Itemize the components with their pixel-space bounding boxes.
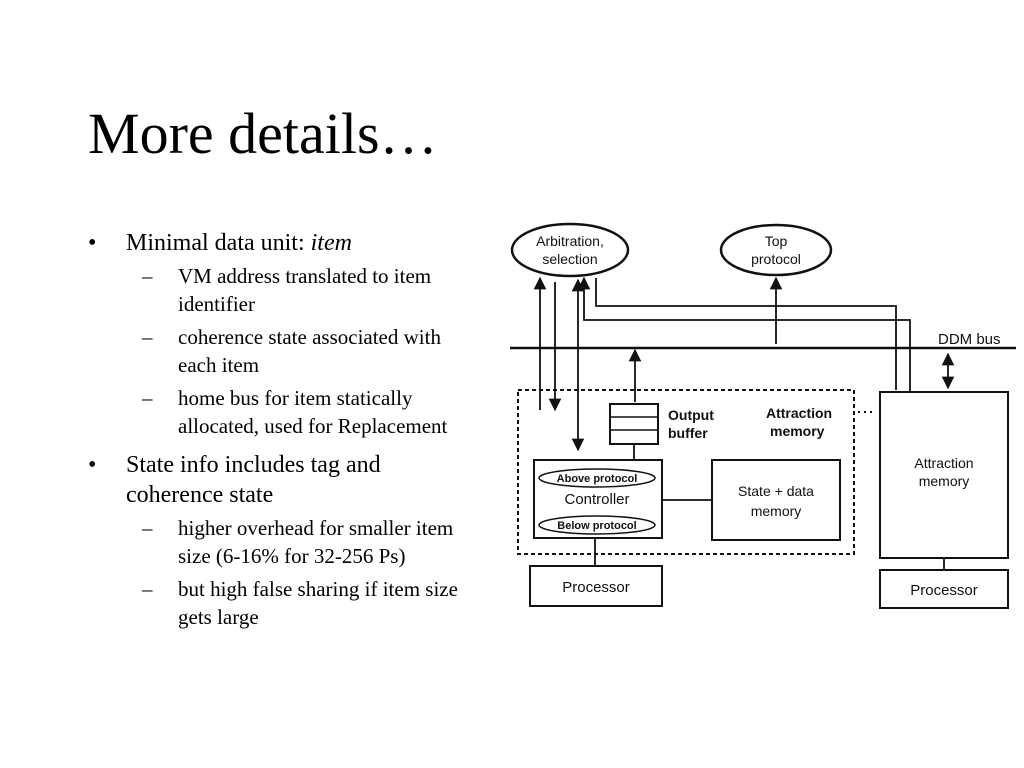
- connection-line: [577, 276, 911, 410]
- processor-label: Processor: [910, 582, 978, 599]
- bullet-text: State info includes tag and coherence st…: [126, 452, 381, 508]
- output-buffer-label: Output: [668, 407, 714, 423]
- sub-bullet-list: higher overhead for smaller item size (6…: [126, 514, 468, 631]
- node-boundary: [517, 389, 855, 555]
- sub-bullet: coherence state associated with each ite…: [134, 323, 468, 379]
- arbitration-label: Arbitration,: [536, 233, 604, 249]
- ddm-architecture-diagram: Arbitration, selection Top protocol DDM …: [510, 222, 1016, 609]
- attraction-memory-label: memory: [770, 423, 825, 439]
- processor-box-left: Processor: [529, 565, 663, 607]
- top-protocol-label: protocol: [751, 251, 801, 267]
- remote-attraction-label: memory: [919, 473, 970, 489]
- remote-attraction-memory-box: Attraction memory: [879, 391, 1009, 559]
- bullet-emphasis: item: [310, 230, 352, 256]
- bullet-text: Minimal data unit:: [126, 230, 311, 256]
- remote-attraction-label: Attraction: [914, 455, 973, 471]
- state-data-label: memory: [751, 503, 802, 519]
- sub-bullet: home bus for item statically allocated, …: [134, 384, 468, 440]
- top-protocol-node: Top protocol: [719, 223, 833, 277]
- state-data-label: State + data: [738, 483, 814, 499]
- bullet-list: Minimal data unit: item VM address trans…: [88, 228, 468, 641]
- processor-label: Processor: [562, 579, 630, 596]
- bullet-minimal-data-unit: Minimal data unit: item VM address trans…: [88, 228, 468, 440]
- connection-line: [595, 278, 897, 390]
- sub-bullet-list: VM address translated to item identifier…: [126, 262, 468, 440]
- output-buffer: Output buffer: [609, 403, 714, 445]
- top-protocol-label: Top: [765, 233, 788, 249]
- controller-label: Controller: [564, 491, 629, 508]
- sub-bullet: but high false sharing if item size gets…: [134, 575, 468, 631]
- output-buffer-label: buffer: [668, 425, 708, 441]
- arbitration-label: selection: [542, 251, 597, 267]
- sub-bullet: VM address translated to item identifier: [134, 262, 468, 318]
- processor-box-right: Processor: [879, 569, 1009, 609]
- ddm-bus-label: DDM bus: [938, 331, 1001, 348]
- arbitration-node: Arbitration, selection: [510, 222, 630, 278]
- state-data-memory-box: State + data memory: [711, 459, 841, 541]
- bullet-state-info: State info includes tag and coherence st…: [88, 450, 468, 631]
- attraction-memory-label: Attraction: [766, 405, 832, 421]
- below-protocol-label: Below protocol: [557, 520, 636, 532]
- above-protocol-label: Above protocol: [557, 473, 638, 485]
- slide-title: More details…: [88, 101, 438, 166]
- controller-box: Above protocol Controller Below protocol: [533, 459, 663, 539]
- sub-bullet: higher overhead for smaller item size (6…: [134, 514, 468, 570]
